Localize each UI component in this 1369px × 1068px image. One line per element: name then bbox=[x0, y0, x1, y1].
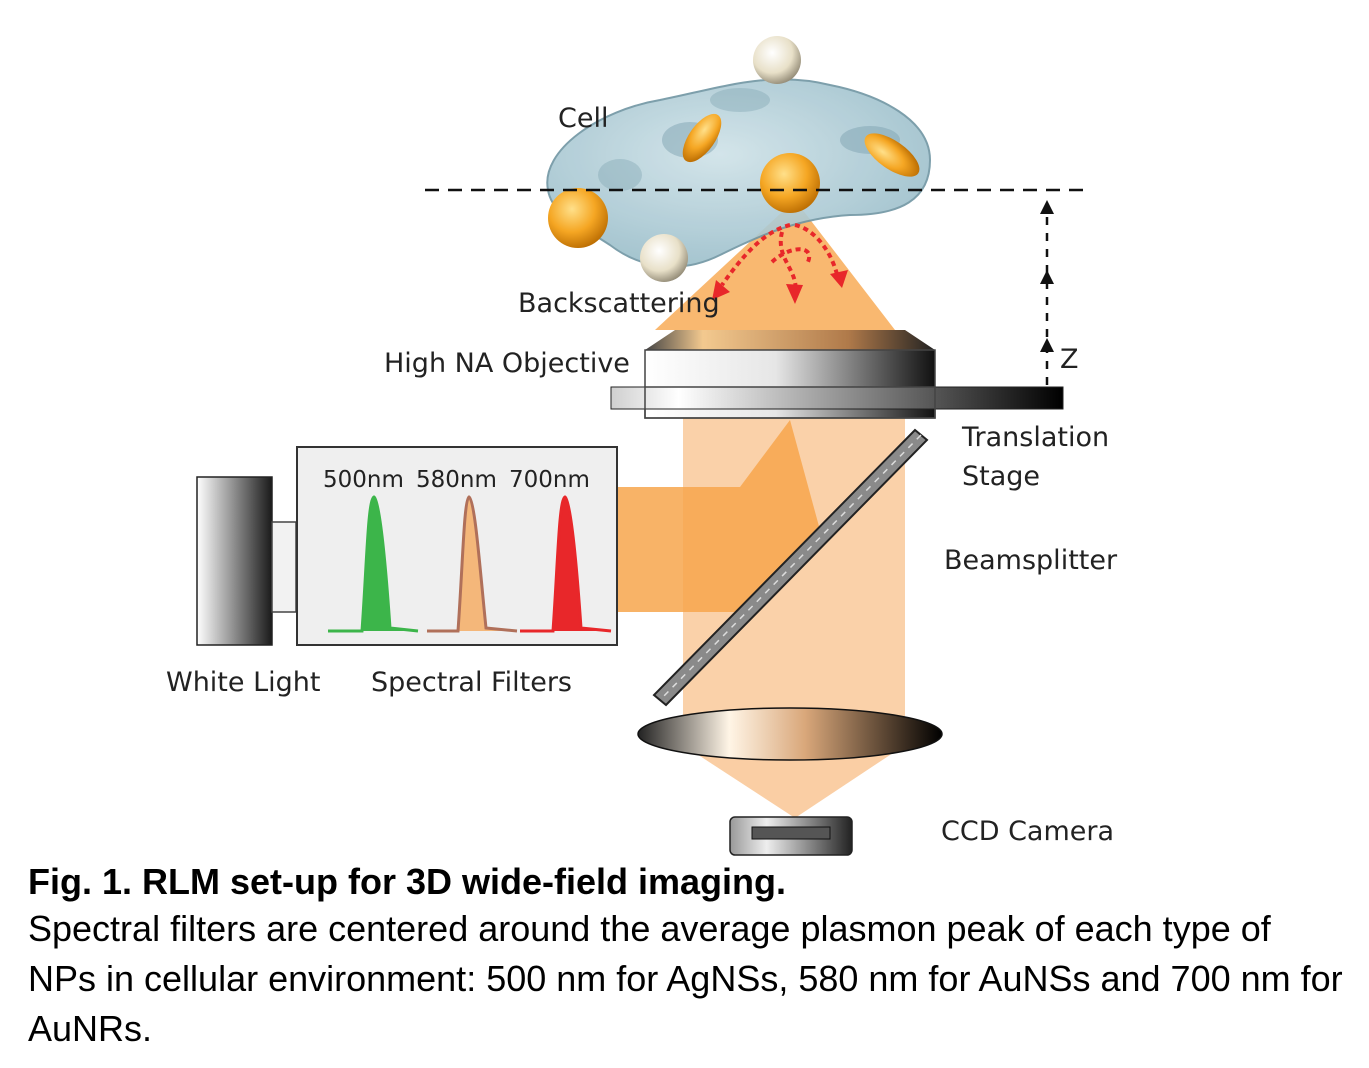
tube-lens bbox=[637, 707, 943, 761]
filter-label-580nm: 580nm bbox=[416, 467, 497, 493]
gold-nanosphere bbox=[760, 153, 820, 213]
filter-label-700nm: 700nm bbox=[509, 467, 590, 493]
spectral-filters-panel: 500nm 580nm 700nm bbox=[296, 446, 618, 646]
figure-caption: Fig. 1. RLM set-up for 3D wide-field ima… bbox=[28, 860, 1348, 1054]
gold-nanosphere bbox=[548, 188, 608, 248]
label-z: Z bbox=[1060, 344, 1079, 375]
label-ccd-camera: CCD Camera bbox=[941, 816, 1114, 847]
silver-nanosphere bbox=[753, 36, 801, 84]
filter-peak-700nm bbox=[520, 495, 612, 633]
label-translation-stage-line1: Translation bbox=[961, 422, 1109, 453]
label-objective: High NA Objective bbox=[384, 348, 630, 379]
label-beamsplitter: Beamsplitter bbox=[944, 545, 1118, 576]
filter-peak-500nm bbox=[328, 495, 419, 633]
white-light-source bbox=[196, 476, 297, 646]
filter-label-500nm: 500nm bbox=[323, 467, 404, 493]
caption-body: Spectral filters are centered around the… bbox=[28, 908, 1343, 1049]
silver-nanosphere bbox=[640, 234, 688, 282]
label-cell: Cell bbox=[558, 103, 608, 134]
gold-nanorod bbox=[864, 133, 920, 177]
gold-nanorod bbox=[682, 113, 722, 163]
z-arrowheads bbox=[1040, 200, 1054, 352]
label-white-light: White Light bbox=[166, 667, 320, 698]
backscatter-arrowheads bbox=[712, 270, 848, 304]
filter-peak-580nm bbox=[427, 495, 518, 633]
rlm-setup-diagram: 500nm 580nm 700nm Cell Backscattering Hi… bbox=[166, 36, 1118, 856]
translation-stage bbox=[610, 386, 1064, 410]
label-backscattering: Backscattering bbox=[518, 288, 720, 319]
label-translation-stage-line2: Stage bbox=[962, 461, 1040, 492]
caption-title: Fig. 1. RLM set-up for 3D wide-field ima… bbox=[28, 861, 787, 902]
ccd-camera bbox=[729, 816, 853, 856]
illumination-beam bbox=[617, 420, 820, 612]
label-spectral-filters: Spectral Filters bbox=[371, 667, 572, 698]
cell bbox=[546, 36, 932, 282]
ccd-focus-beam bbox=[683, 745, 905, 818]
